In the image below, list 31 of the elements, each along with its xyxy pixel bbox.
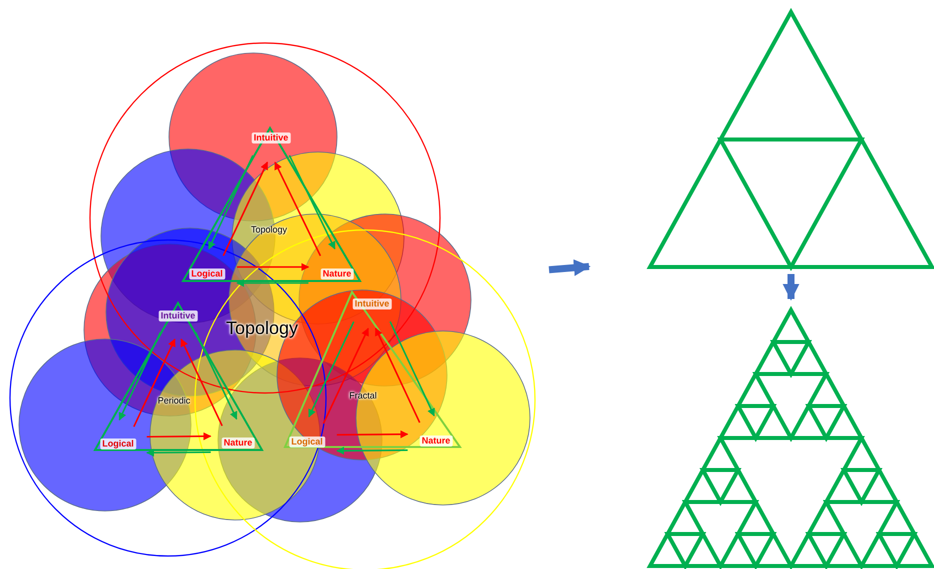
corner-label: Nature <box>420 436 452 446</box>
arrow <box>322 328 369 424</box>
corner-label: Logical <box>289 436 325 448</box>
arrow <box>308 321 354 418</box>
arrow <box>133 338 176 427</box>
arrow <box>389 321 435 417</box>
arrow <box>237 263 310 271</box>
corner-label: Nature <box>320 268 354 280</box>
arrow <box>180 338 223 426</box>
arrow <box>146 448 211 457</box>
arrow <box>208 155 254 250</box>
corner-label: Intuitive <box>252 132 290 144</box>
arrow <box>336 446 408 455</box>
arrow <box>374 328 420 423</box>
arrow <box>236 279 308 287</box>
corner-label: Logical <box>189 268 225 280</box>
arrow <box>194 332 238 420</box>
arrow <box>782 274 800 301</box>
center-label: Periodic <box>158 396 190 406</box>
corner-label: Intuitive <box>158 310 198 322</box>
arrow <box>274 162 322 256</box>
arrow <box>336 430 408 438</box>
arrow <box>548 259 591 276</box>
corner-label: Nature <box>222 438 254 448</box>
center-title: Topology <box>226 319 298 337</box>
arrow <box>288 154 336 250</box>
arrow <box>222 162 268 256</box>
arrow <box>118 332 162 421</box>
corner-label: Intuitive <box>352 298 392 310</box>
arrow <box>146 432 212 440</box>
corner-label: Logical <box>100 438 136 450</box>
